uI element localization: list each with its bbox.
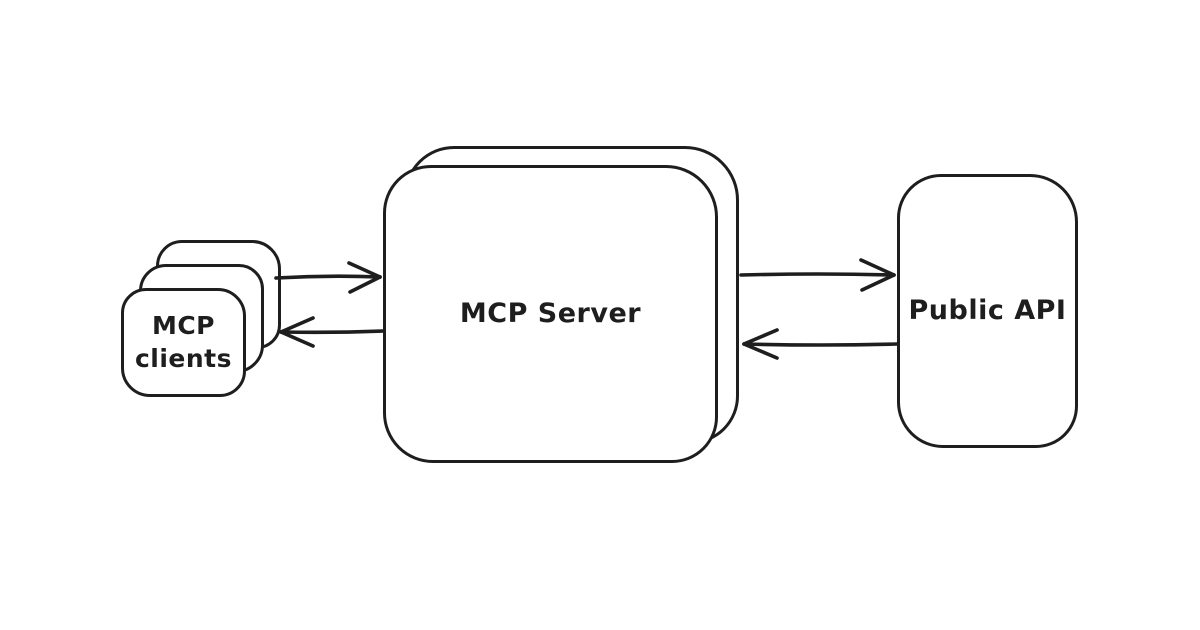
server-card-front: MCP Server	[383, 165, 718, 463]
clients-label-line2: clients	[134, 343, 233, 373]
arrow-clients-to-server	[274, 261, 382, 294]
arrow-api-to-server	[742, 328, 899, 360]
client-card-front: MCP clients	[121, 288, 246, 397]
arrow-server-to-clients	[279, 316, 385, 348]
clients-label-line1: MCP	[151, 311, 216, 340]
node-public-api: Public API	[897, 174, 1078, 448]
api-label: Public API	[908, 295, 1067, 327]
clients-label: MCP clients	[135, 310, 232, 375]
server-label: MCP Server	[459, 298, 642, 330]
arrow-server-to-api	[739, 258, 896, 292]
